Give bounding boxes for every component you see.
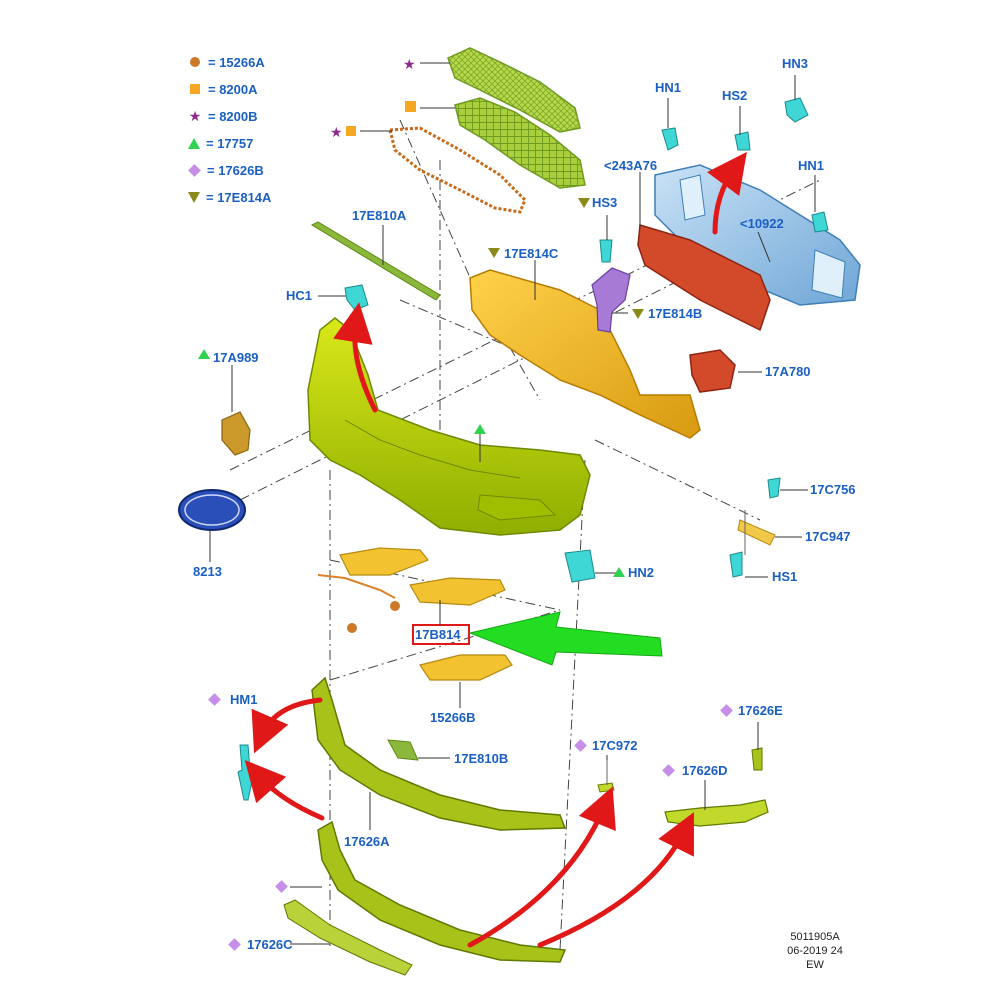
diagram-footer: 5011905A 06-2019 24 EW (760, 930, 870, 972)
label-15266b: 15266B (430, 710, 476, 725)
label-17a989: 17A989 (213, 350, 259, 365)
legend-text: = 15266A (208, 54, 265, 70)
lamp-bracket (221, 411, 251, 456)
label-17e814b: 17E814B (648, 306, 703, 321)
label-17626d: 17626D (682, 763, 728, 778)
bumper-lower-opening (477, 494, 557, 521)
legend-text: = 17626B (207, 162, 264, 178)
pointer-arrow (468, 611, 663, 666)
diagram-tag: EW (806, 959, 824, 971)
trim-17E810B (387, 739, 419, 761)
legend-symbol-triangle-up-icon (188, 137, 200, 149)
legend-text: = 17757 (206, 135, 254, 151)
splitter-17626C (317, 820, 567, 963)
emblem-oval (178, 489, 246, 531)
label-17b814: 17B814 (415, 627, 461, 642)
red-bracket (689, 349, 736, 393)
highlight-box-17B814 (412, 624, 470, 645)
emblem-ring (184, 494, 240, 526)
label-hs3: HS3 (592, 195, 618, 210)
legend-symbol-star-icon: ★ (188, 108, 202, 124)
label-243a76: <243A76 (604, 158, 658, 173)
side-piece-17626D (664, 799, 769, 827)
legend-item: = 17626B (188, 161, 264, 179)
valance-17626A (311, 676, 567, 831)
clip-17626E (751, 747, 763, 771)
purple-bracket (591, 267, 631, 333)
leader-lines (209, 62, 816, 945)
label-17e814c: 17E814C (504, 246, 559, 261)
legend-symbol-diamond-icon (188, 163, 201, 177)
bezel-lower (419, 654, 513, 681)
legend-item: = 8200A (188, 80, 258, 98)
grille-seal (388, 126, 527, 214)
label-hn1-top: HN1 (655, 80, 682, 95)
clip-17C972 (597, 782, 615, 793)
label-17c947: 17C947 (805, 529, 851, 544)
bumper-support (469, 269, 701, 439)
bezel-middle (409, 577, 506, 606)
svg-text:★: ★ (330, 125, 343, 141)
diagram-date: 06-2019 24 (787, 945, 843, 957)
legend-symbol-triangle-down-icon (188, 191, 200, 203)
legend-text: = 17E814A (206, 189, 272, 205)
bracket-17C947 (737, 519, 776, 546)
svg-text:★: ★ (403, 57, 416, 73)
legend-item: = 15266A (188, 53, 265, 71)
label-17626a: 17626A (344, 834, 390, 849)
bumper-crease (344, 419, 521, 479)
strip-17626C (283, 899, 413, 976)
upper-grille (447, 47, 581, 133)
label-10922: <10922 (740, 216, 784, 231)
label-17c756: 17C756 (810, 482, 856, 497)
legend-symbol-circle-icon (190, 57, 200, 67)
legend-item: ★ = 8200B (188, 107, 258, 125)
legend-item: = 17E814A (188, 188, 271, 206)
bezel-upper (339, 547, 429, 576)
trim-strip-17E810A (310, 221, 441, 301)
energy-absorber (637, 224, 771, 332)
label-17a780: 17A780 (765, 364, 811, 379)
red-arrows (244, 151, 747, 948)
label-17626c: 17626C (247, 937, 293, 952)
legend-item: = 17757 (188, 134, 253, 152)
label-hs1: HS1 (772, 569, 798, 584)
legend-text: = 8200A (208, 81, 258, 97)
label-8213: 8213 (193, 564, 222, 579)
push-pin-1 (347, 623, 357, 633)
label-17c972: 17C972 (592, 738, 638, 753)
diagram-code: 5011905A (790, 931, 840, 943)
bezel-seal (317, 574, 396, 599)
label-17626e: 17626E (738, 703, 783, 718)
label-17e810a: 17E810A (352, 208, 407, 223)
push-pin-2 (390, 601, 400, 611)
pushpin-HM1 (237, 744, 255, 801)
beam-brackets (679, 174, 846, 299)
lower-grille (454, 97, 586, 189)
label-hs2: HS2 (722, 88, 748, 103)
label-hn2: HN2 (628, 565, 655, 580)
legend-text: = 8200B (208, 108, 258, 124)
legend-symbol-square-icon (190, 84, 200, 94)
label-hc1: HC1 (286, 288, 313, 303)
label-hn1-right: HN1 (798, 158, 825, 173)
label-17e810b: 17E810B (454, 751, 509, 766)
label-hm1: HM1 (230, 692, 258, 707)
clips (344, 97, 829, 583)
label-hn3: HN3 (782, 56, 809, 71)
